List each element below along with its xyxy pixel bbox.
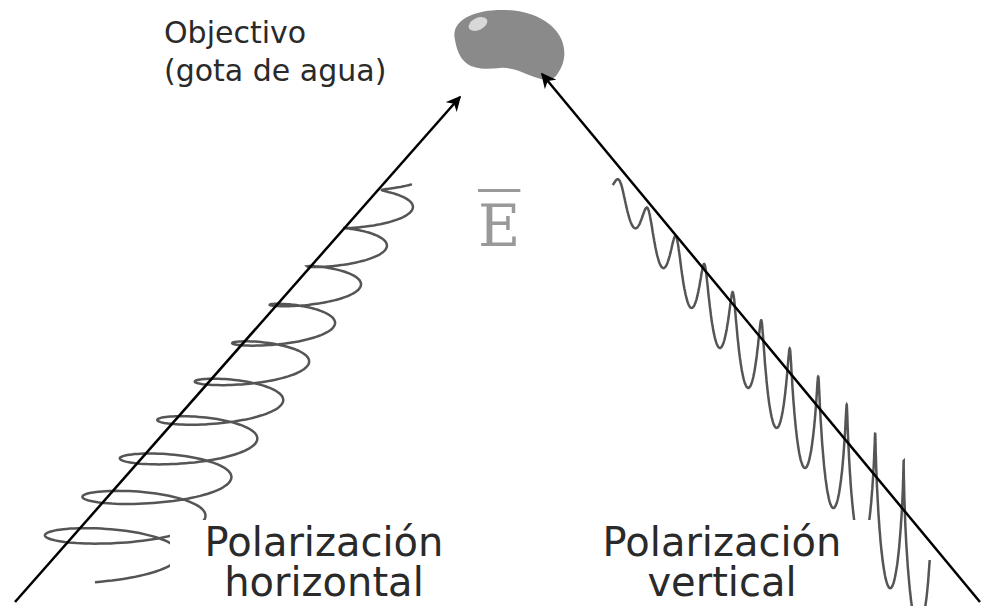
polarization-label: Polarización horizontal	[170, 520, 478, 604]
drop-highlight	[466, 14, 489, 33]
field-symbol: E	[474, 192, 524, 262]
water-drop	[454, 10, 564, 80]
polarization-label: Polarización vertical	[568, 520, 876, 604]
target-label: Objectivo (gota de agua)	[162, 14, 396, 89]
